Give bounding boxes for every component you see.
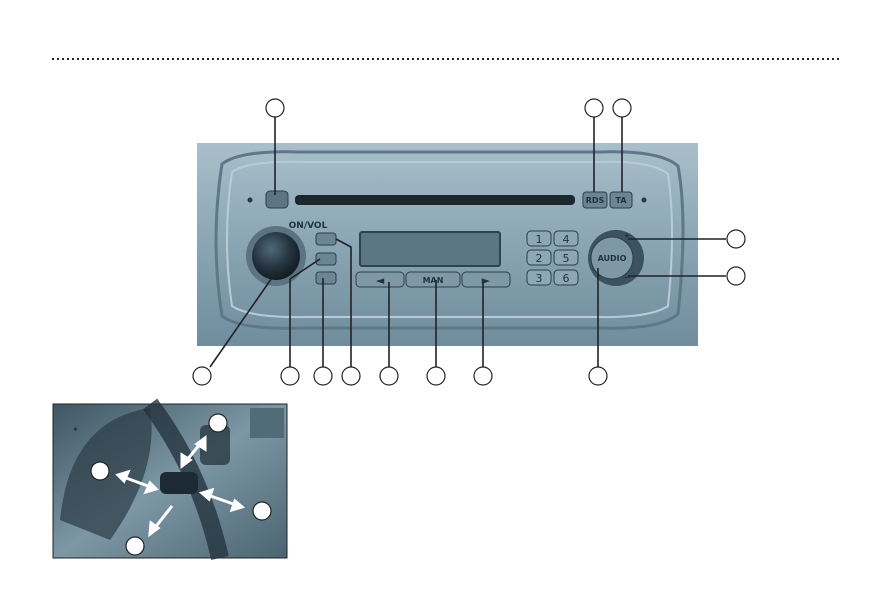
svg-text:1: 1 bbox=[536, 233, 543, 246]
svg-text:2: 2 bbox=[536, 252, 543, 265]
preset-keys: 1 4 2 5 3 6 bbox=[526, 230, 579, 286]
seek-right-button[interactable] bbox=[461, 271, 511, 288]
preset-key[interactable] bbox=[526, 269, 552, 286]
ta-label: TA bbox=[615, 196, 627, 205]
ta-button[interactable] bbox=[609, 191, 633, 209]
callout-marker bbox=[192, 366, 212, 386]
audio-label: AUDIO bbox=[598, 254, 627, 263]
preset-key[interactable] bbox=[526, 249, 552, 266]
brand-logo: ✦ bbox=[72, 425, 79, 434]
callout-lines bbox=[209, 117, 726, 368]
preset-key[interactable] bbox=[553, 249, 579, 266]
man-button[interactable] bbox=[405, 271, 461, 288]
callout-marker bbox=[90, 461, 110, 481]
callout-marker bbox=[280, 366, 300, 386]
dashboard-vent bbox=[250, 408, 284, 438]
seek-left-button[interactable] bbox=[355, 271, 405, 288]
steering-photo: ✦ bbox=[52, 398, 288, 560]
radio-unit: RDS TA ON/VOL ◄ MAN ► 1 4 2 5 bbox=[197, 143, 698, 346]
plus-icon: + bbox=[624, 231, 631, 240]
rds-label: RDS bbox=[586, 196, 605, 205]
callout-marker bbox=[584, 98, 604, 118]
preset-key[interactable] bbox=[553, 230, 579, 247]
display-button-bottom[interactable] bbox=[315, 271, 337, 285]
callout-marker bbox=[726, 229, 746, 249]
display-screen bbox=[359, 231, 501, 267]
svg-text:4: 4 bbox=[563, 233, 570, 246]
audio-button[interactable] bbox=[590, 236, 634, 280]
callout-marker bbox=[426, 366, 446, 386]
callout-marker bbox=[265, 98, 285, 118]
callout-marker bbox=[588, 366, 608, 386]
callout-markers bbox=[192, 98, 746, 386]
minus-icon: − bbox=[624, 273, 631, 282]
right-arrow-icon: ► bbox=[482, 274, 491, 287]
display-button-middle[interactable] bbox=[315, 252, 337, 266]
callout-marker bbox=[379, 366, 399, 386]
radio-bezel bbox=[214, 150, 685, 330]
preset-key[interactable] bbox=[526, 230, 552, 247]
svg-text:3: 3 bbox=[536, 272, 543, 285]
svg-text:5: 5 bbox=[563, 252, 570, 265]
callout-marker bbox=[252, 501, 272, 521]
callout-marker bbox=[341, 366, 361, 386]
photo-callout-markers bbox=[90, 413, 272, 556]
man-label: MAN bbox=[423, 276, 444, 285]
cd-slot[interactable] bbox=[295, 195, 575, 205]
photo-arrows bbox=[115, 435, 246, 538]
on-vol-label: ON/VOL bbox=[289, 221, 328, 231]
callout-marker bbox=[612, 98, 632, 118]
steering-control-stalk[interactable] bbox=[160, 472, 198, 494]
callout-marker bbox=[726, 266, 746, 286]
left-arrow-icon: ◄ bbox=[376, 274, 385, 287]
callout-marker bbox=[125, 536, 145, 556]
eject-button[interactable] bbox=[265, 190, 289, 209]
svg-text:6: 6 bbox=[563, 272, 570, 285]
display-button-top[interactable] bbox=[315, 232, 337, 246]
callout-marker bbox=[473, 366, 493, 386]
callout-marker bbox=[313, 366, 333, 386]
rds-button[interactable] bbox=[582, 191, 608, 209]
preset-key[interactable] bbox=[553, 269, 579, 286]
callout-marker bbox=[208, 413, 228, 433]
